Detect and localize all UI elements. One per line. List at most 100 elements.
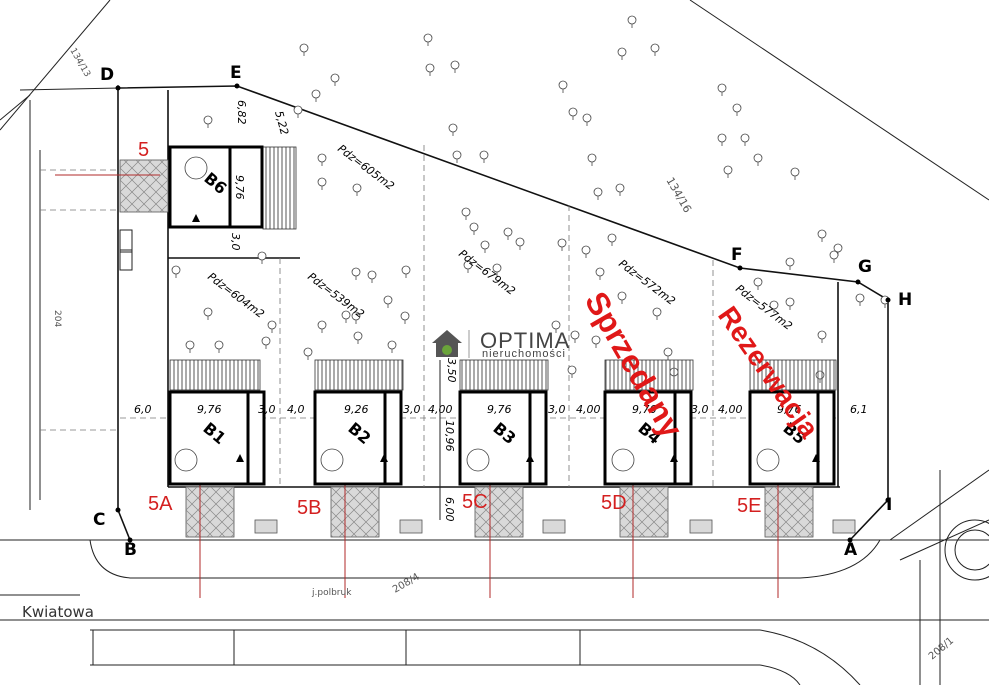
row-dimension-8: 3,0 bbox=[548, 403, 566, 416]
tree-icon bbox=[480, 240, 490, 250]
tree-icon bbox=[570, 330, 580, 340]
tree-icon bbox=[785, 297, 795, 307]
street-name: Kwiatowa bbox=[22, 603, 94, 621]
tree-icon bbox=[461, 207, 471, 217]
vertical-dimensions: 3,50 10,96 6,00 bbox=[439, 358, 458, 522]
tree-icon bbox=[423, 33, 433, 43]
corner-i: I bbox=[886, 495, 892, 515]
tree-icon bbox=[261, 336, 271, 346]
tree-icon bbox=[568, 107, 578, 117]
row-dimension-3: 4,0 bbox=[287, 403, 305, 416]
dim-3-0-b6: 3,0 bbox=[229, 233, 242, 251]
plot-5: 5 bbox=[138, 139, 149, 161]
row-dimension-7: 9,76 bbox=[487, 403, 512, 416]
dim-5-22: 5,22 bbox=[272, 109, 291, 136]
tree-icon bbox=[587, 153, 597, 163]
tree-icon bbox=[650, 43, 660, 53]
tree-icon bbox=[353, 331, 363, 341]
tree-icon bbox=[652, 307, 662, 317]
dim-9-76-b6: 9,76 bbox=[233, 175, 246, 200]
tree-icon bbox=[401, 265, 411, 275]
tree-icon bbox=[615, 183, 625, 193]
parcel-ref-left: 204 bbox=[52, 310, 62, 327]
plot-5e: 5E bbox=[737, 495, 761, 517]
corner-d: D bbox=[100, 65, 114, 85]
dim-10-96: 10,96 bbox=[443, 420, 456, 452]
row-dimension-14: 6,1 bbox=[850, 403, 868, 416]
tree-icon bbox=[185, 340, 195, 350]
tree-icon bbox=[203, 307, 213, 317]
tree-icon bbox=[383, 295, 393, 305]
tree-icon bbox=[293, 105, 303, 115]
tree-icon bbox=[829, 250, 839, 260]
dim-6-82: 6,82 bbox=[235, 100, 248, 125]
tree-icon bbox=[663, 347, 673, 357]
corner-markers: D E F G H I A B C bbox=[93, 63, 912, 560]
row-dimension-9: 4,00 bbox=[576, 403, 601, 416]
plot-5d: 5D bbox=[601, 492, 627, 514]
area-b3: Pdz=679m2 bbox=[456, 247, 518, 298]
tree-icon bbox=[214, 340, 224, 350]
tree-icon bbox=[593, 187, 603, 197]
row-dimension-12: 4,00 bbox=[718, 403, 743, 416]
buildings bbox=[168, 145, 836, 486]
tree-icon bbox=[627, 15, 637, 25]
tree-icon bbox=[351, 267, 361, 277]
tree-icon bbox=[367, 270, 377, 280]
plot-5a: 5A bbox=[148, 493, 173, 515]
area-b1: Pdz=604m2 bbox=[205, 270, 267, 321]
tree-icon bbox=[311, 89, 321, 99]
tree-icon bbox=[732, 103, 742, 113]
tree-icon bbox=[469, 222, 479, 232]
tree-icon bbox=[267, 320, 277, 330]
tree-icon bbox=[817, 229, 827, 239]
tree-icon bbox=[317, 177, 327, 187]
tree-icon bbox=[717, 133, 727, 143]
row-dimension-11: 3,0 bbox=[691, 403, 709, 416]
tree-icon bbox=[425, 63, 435, 73]
plot-5b: 5B bbox=[297, 497, 321, 519]
tree-icon bbox=[717, 83, 727, 93]
tree-icon bbox=[753, 153, 763, 163]
tree-icon bbox=[352, 183, 362, 193]
logo-tagline: nieruchomości bbox=[482, 348, 566, 360]
corner-g: G bbox=[858, 257, 872, 277]
top-dimensions: 6,82 5,22 9,76 3,0 bbox=[229, 100, 291, 251]
tree-icon bbox=[723, 165, 733, 175]
area-b2: Pdz=539m2 bbox=[305, 270, 367, 321]
tree-icon bbox=[203, 115, 213, 125]
corner-a: A bbox=[844, 540, 858, 560]
tree-icon bbox=[299, 43, 309, 53]
row-dimension-10: 9,76 bbox=[632, 403, 657, 416]
row-dimension-13: 9,76 bbox=[777, 403, 802, 416]
row-dimension-1: 9,76 bbox=[197, 403, 222, 416]
corner-f: F bbox=[731, 245, 743, 265]
dim-6-00: 6,00 bbox=[443, 497, 456, 522]
parcel-ref-bottom-right: 208/1 bbox=[927, 635, 956, 662]
tree-icon bbox=[567, 365, 577, 375]
tree-icon bbox=[387, 340, 397, 350]
terraces bbox=[169, 146, 837, 391]
tree-icon bbox=[595, 267, 605, 277]
tree-icon bbox=[448, 123, 458, 133]
row-dimension-0: 6,0 bbox=[134, 403, 152, 416]
tree-icon bbox=[400, 311, 410, 321]
paving-note: j.polbruk bbox=[311, 588, 352, 598]
dim-3-50: 3,50 bbox=[445, 358, 458, 383]
corner-c: C bbox=[93, 510, 105, 530]
row-dimension-4: 9,26 bbox=[344, 403, 369, 416]
tree-icon bbox=[558, 80, 568, 90]
tree-icon bbox=[557, 238, 567, 248]
tree-icon bbox=[257, 251, 267, 261]
optima-logo: OPTIMA nieruchomości bbox=[432, 328, 570, 360]
tree-icon bbox=[785, 257, 795, 267]
plot-marker-lines bbox=[55, 174, 779, 598]
tree-icon bbox=[582, 113, 592, 123]
logo-name: OPTIMA bbox=[480, 328, 570, 353]
tree-icon bbox=[817, 330, 827, 340]
tree-icon bbox=[503, 227, 513, 237]
house-leaf-icon bbox=[432, 330, 470, 358]
